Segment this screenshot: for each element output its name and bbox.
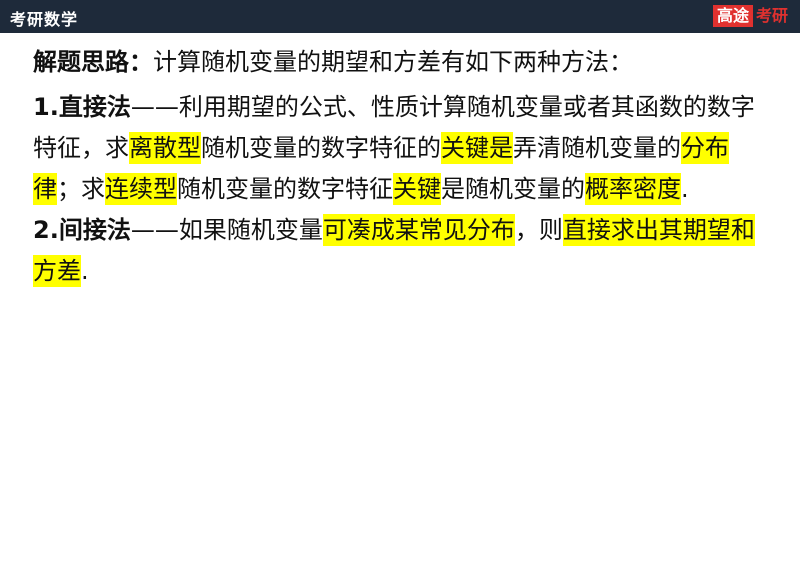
text-segment: ——如果随机变量 <box>130 216 323 244</box>
highlight-continuous: 连续型 <box>105 173 177 205</box>
highlight-direct-compute: 直接求出其期望和 <box>562 214 755 246</box>
brand-logo-text: 考研 <box>755 6 788 25</box>
method-1-text: ——利用期望的公式、性质计算随机变量或者其函数的数字 <box>130 93 755 121</box>
highlight-discrete: 离散型 <box>129 132 201 164</box>
text-segment: 随机变量的数字特征的 <box>201 134 441 162</box>
highlight-common-distribution: 可凑成某常见分布 <box>322 214 515 246</box>
heading-label: 解题思路： <box>33 48 153 76</box>
brand-logo-box: 高途 <box>712 5 753 27</box>
heading-line: 解题思路：计算随机变量的期望和方差有如下两种方法： <box>33 42 773 83</box>
highlight-key: 关键是 <box>441 132 513 164</box>
text-segment: 特征，求 <box>33 134 129 162</box>
method-1-line-2: 特征，求离散型随机变量的数字特征的关键是弄清随机变量的分布 <box>33 128 773 169</box>
method-2-title: 2.间接法 <box>33 216 131 244</box>
brand-logo: 高途 考研 <box>712 5 788 27</box>
method-1-title: 1.直接法 <box>33 93 131 121</box>
text-segment: 弄清随机变量的 <box>513 134 681 162</box>
text-segment: . <box>81 257 89 285</box>
heading-text: 计算随机变量的期望和方差有如下两种方法： <box>153 48 633 76</box>
method-2-line-2: 方差. <box>33 251 773 292</box>
highlight-density: 概率密度 <box>585 173 681 205</box>
text-segment: 是随机变量的 <box>441 175 585 203</box>
header-bar: 考研数学 高途 考研 <box>0 0 800 33</box>
slide-content: 解题思路：计算随机变量的期望和方差有如下两种方法： 1.直接法——利用期望的公式… <box>33 42 773 292</box>
text-segment: 随机变量的数字特征 <box>177 175 393 203</box>
text-segment: . <box>681 175 689 203</box>
highlight-variance: 方差 <box>33 255 81 287</box>
method-1-line-1: 1.直接法——利用期望的公式、性质计算随机变量或者其函数的数字 <box>33 87 773 128</box>
highlight-law: 律 <box>33 173 57 205</box>
text-segment: ，则 <box>514 216 563 244</box>
highlight-key-2: 关键 <box>393 173 441 205</box>
method-2-line-1: 2.间接法——如果随机变量可凑成某常见分布，则直接求出其期望和 <box>33 210 773 251</box>
method-1-line-3: 律；求连续型随机变量的数字特征关键是随机变量的概率密度. <box>33 169 773 210</box>
text-segment: ；求 <box>57 175 105 203</box>
highlight-distribution: 分布 <box>681 132 729 164</box>
header-title: 考研数学 <box>10 10 79 29</box>
